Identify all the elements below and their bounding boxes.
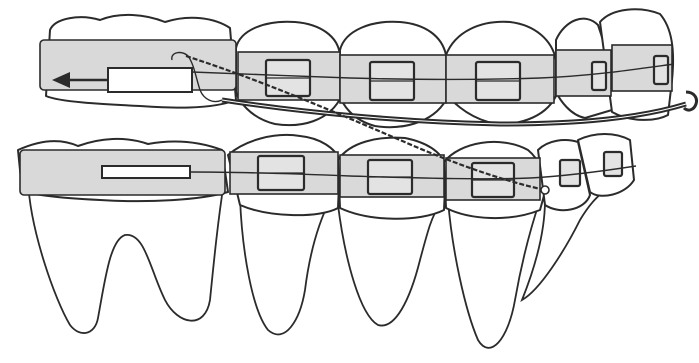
upper-bracket-central — [654, 56, 668, 84]
lower-molar-roots — [28, 180, 224, 333]
lower-buccal-tube — [102, 166, 190, 178]
elastic-hook-lower — [541, 186, 549, 194]
lower-bracket-incisor-2 — [604, 152, 622, 176]
lower-bracket-incisor-1 — [560, 160, 580, 186]
upper-buccal-tube — [108, 68, 192, 92]
lower-canine-root — [448, 200, 540, 348]
lower-premolar-2-root — [240, 198, 330, 334]
upper-bracket-lateral — [592, 62, 606, 90]
outer-bow-end-hook — [684, 92, 697, 110]
lower-premolar-1-root — [338, 205, 440, 326]
